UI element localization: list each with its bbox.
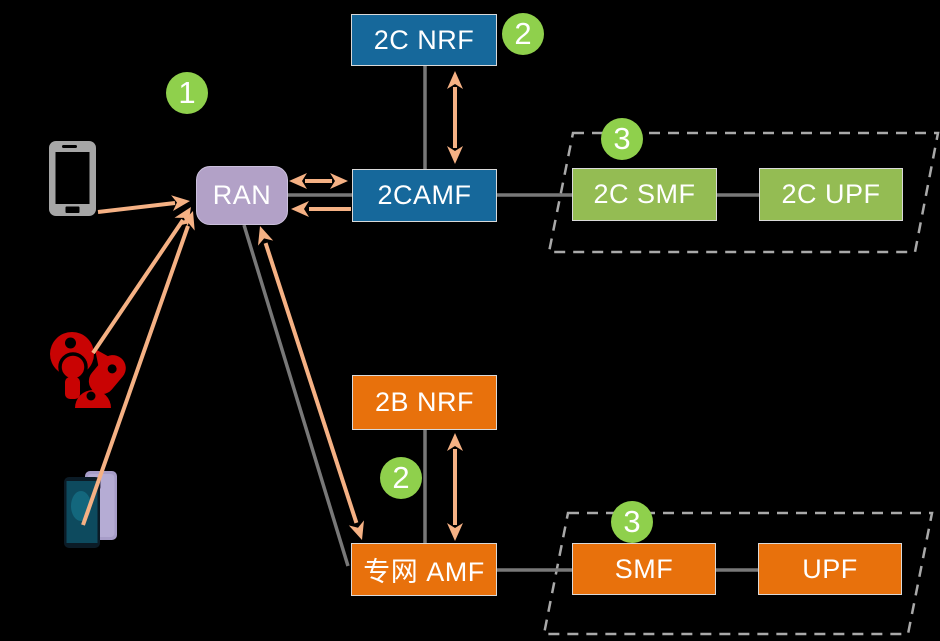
arrow-smartphone-to-ran <box>81 211 195 526</box>
step-badge-2-bottom: 2 <box>380 457 422 499</box>
cctv-camera-icons <box>50 332 126 408</box>
arrow-2bnrf-privateamf-double <box>447 433 463 541</box>
link-ran-privateamf <box>242 224 350 567</box>
node-smf: SMF <box>572 543 716 595</box>
node-2c-smf: 2C SMF <box>572 168 717 221</box>
arrow-2cnrf-2camf-double <box>447 71 463 164</box>
node-ran: RAN <box>196 166 288 225</box>
step-badge-3-bottom: 3 <box>611 501 653 543</box>
step-badge-2-top: 2 <box>502 13 544 55</box>
step-badge-1: 1 <box>166 72 208 114</box>
arrow-cameras-to-ran <box>91 207 191 355</box>
node-2b-nrf: 2B NRF <box>352 375 497 430</box>
node-2c-nrf: 2C NRF <box>351 14 497 66</box>
arrow-2camf-to-ran <box>291 201 351 217</box>
node-upf: UPF <box>758 543 902 595</box>
mobile-phone-icon <box>49 141 96 216</box>
node-2c-amf: 2CAMF <box>352 169 497 222</box>
arrow-ran-2camf-double <box>289 173 348 189</box>
node-private-amf: 专网 AMF <box>351 543 497 596</box>
gray-links <box>242 66 759 572</box>
step-badge-3-top: 3 <box>601 118 643 160</box>
smartphone-photo-icon <box>64 471 117 548</box>
orange-arrows <box>81 71 463 541</box>
node-2c-upf: 2C UPF <box>759 168 903 221</box>
arrow-ran-privateamf-double <box>258 226 364 540</box>
arrow-phone-to-ran <box>97 195 190 214</box>
